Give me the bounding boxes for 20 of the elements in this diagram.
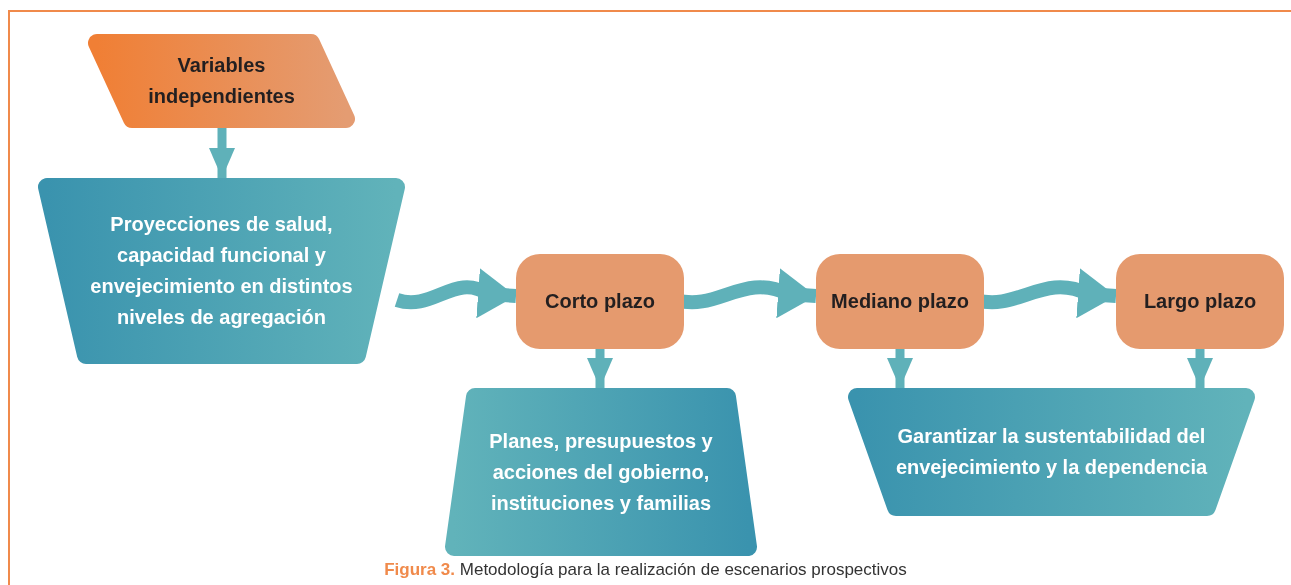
rounded-box: [1116, 254, 1284, 349]
rounded-box: [516, 254, 684, 349]
node-label: Proyecciones de salud, capacidad funcional y envejecimiento en distintos niveles de agregación: [89, 212, 354, 330]
node-label: Garantizar la sustentabilidad del envejecimiento y la dependencia: [894, 424, 1209, 480]
figure-caption: Figura 3. Metodología para la realización de escenarios prospectivos: [383, 560, 908, 580]
arrow: [1187, 349, 1213, 388]
trapezoid-box: [848, 388, 1255, 516]
arrow: [209, 128, 235, 178]
arrow: [587, 349, 613, 388]
node-label: Corto plazo: [545, 289, 655, 314]
node-label: Variables independientes: [147, 53, 296, 109]
trapezoid-box: [445, 388, 757, 556]
node-label: Planes, presupuestos y acciones del gobierno, instituciones y familias: [488, 428, 714, 516]
node-label: Mediano plazo: [831, 289, 969, 314]
parallelogram-box: [88, 34, 355, 128]
arrow: [395, 268, 517, 319]
rounded-box: [816, 254, 984, 349]
trapezoid-box: [38, 178, 405, 364]
node-label: Largo plazo: [1143, 289, 1257, 314]
arrow: [887, 349, 913, 388]
